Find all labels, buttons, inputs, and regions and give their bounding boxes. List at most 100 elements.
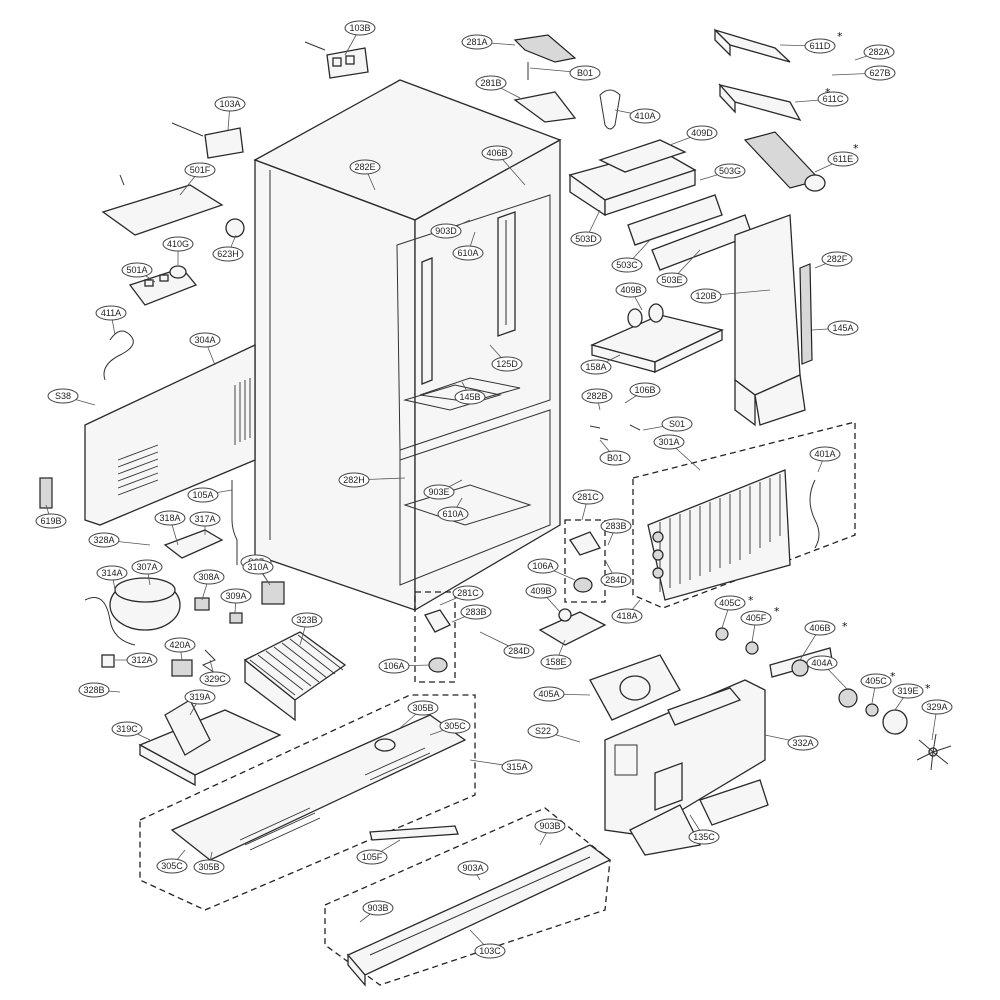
callout-oval (121, 262, 153, 278)
callout-158e: 158E (540, 654, 572, 670)
callout-label: 106A (383, 661, 404, 671)
callout-oval (242, 559, 274, 575)
callout-319c: 319C (111, 721, 143, 737)
callout-319e: 319E (892, 683, 924, 699)
callout-282e: 282E (349, 159, 381, 175)
callout-oval (491, 356, 523, 372)
callout-label: 135C (693, 832, 715, 842)
callout-145b: 145B (454, 389, 486, 405)
callout-405a: 405A (533, 686, 565, 702)
callout-oval (349, 159, 381, 175)
callout-label: 305B (198, 862, 219, 872)
callout-610aa: 610A (452, 245, 484, 261)
callout-oval (439, 718, 471, 734)
callout-120b: 120B (690, 288, 722, 304)
top-ducts (714, 28, 826, 192)
callout-label: 418A (616, 611, 637, 621)
callout-oval (525, 583, 557, 599)
callout-125d: 125D (491, 356, 523, 372)
callout-oval (474, 943, 506, 959)
callout-s38: S38 (47, 388, 79, 404)
callout-label: 105A (192, 490, 213, 500)
callout-oval (156, 858, 188, 874)
callout-label: 903B (539, 821, 560, 831)
callout-label: 319A (189, 692, 210, 702)
callout-label: 106A (532, 561, 553, 571)
callout-307a: 307A (131, 559, 163, 575)
callout-oval (580, 359, 612, 375)
callout-103c: 103C (474, 943, 506, 959)
callout-oval (460, 604, 492, 620)
callout-315a: 315A (501, 759, 533, 775)
callout-284db: 284D (503, 643, 535, 659)
callout-label: 103C (479, 946, 501, 956)
callout-oval (184, 162, 216, 178)
callout-label: 411A (101, 308, 121, 318)
callout-label: 307A (136, 562, 157, 572)
callout-label: 610A (457, 248, 478, 258)
callout-oval (193, 859, 225, 875)
callout-label: 310A (247, 562, 268, 572)
callout-label: 406B (809, 623, 830, 633)
callout-label: 409B (620, 285, 641, 295)
callout-oval (362, 900, 394, 916)
callout-oval (688, 829, 720, 845)
callout-282b: 282B (581, 388, 613, 404)
callout-oval (501, 759, 533, 775)
callout-281c: 281C (572, 489, 604, 505)
callout-oval (291, 612, 323, 628)
callout-oval (189, 511, 221, 527)
callout-328b: 328B (78, 682, 110, 698)
callout-oval (430, 223, 462, 239)
callout-oval (806, 655, 838, 671)
callout-label: 410A (634, 111, 655, 121)
callout-label: 501F (190, 165, 211, 175)
callout-label: 106B (634, 385, 655, 395)
callout-oval (503, 643, 535, 659)
callout-label: 282B (586, 391, 607, 401)
callout-281a: 281A (461, 34, 493, 50)
callout-610ab: 610A (437, 506, 469, 522)
callout-oval (860, 673, 892, 689)
callout-oval (656, 272, 688, 288)
callout-oval (95, 305, 127, 321)
callout-label: 611D (810, 41, 831, 51)
callout-oval (527, 723, 559, 739)
callout-284d: 284D (600, 572, 632, 588)
callout-oval (817, 91, 849, 107)
callout-label: 405C (719, 598, 741, 608)
callout-405cb: 405C (860, 673, 892, 689)
callout-label: 405C (865, 676, 887, 686)
star-marker: * (890, 670, 896, 683)
callout-oval (481, 145, 513, 161)
star-marker: * (842, 620, 848, 633)
callout-label: 405F (746, 613, 767, 623)
callout-oval (569, 65, 601, 81)
callout-label: 304A (194, 335, 215, 345)
rear-cover-grille (117, 378, 251, 496)
top-hinge-parts (171, 34, 577, 159)
callout-308a: 308A (193, 569, 225, 585)
callout-103b: 103B (344, 20, 376, 36)
callout-label: 283B (465, 607, 486, 617)
callout-label: S22 (535, 726, 551, 736)
callout-label: 627B (869, 68, 890, 78)
callout-oval (600, 518, 632, 534)
callout-label: 501A (126, 265, 147, 275)
callout-oval (199, 671, 231, 687)
callout-label: 301A (658, 437, 679, 447)
callout-283b: 283B (600, 518, 632, 534)
callout-oval (189, 332, 221, 348)
callout-627b: 627B (864, 65, 896, 81)
callout-label: 619B (40, 516, 61, 526)
callout-oval (804, 620, 836, 636)
callout-label: 903E (428, 487, 449, 497)
callout-oval (461, 34, 493, 50)
callout-oval (131, 559, 163, 575)
callout-oval (187, 487, 219, 503)
callout-312a: 312A (126, 652, 158, 668)
callout-label: 281C (457, 588, 479, 598)
callout-oval (661, 416, 693, 432)
callout-903d: 903D (430, 223, 462, 239)
callout-282a: 282A (863, 44, 895, 60)
